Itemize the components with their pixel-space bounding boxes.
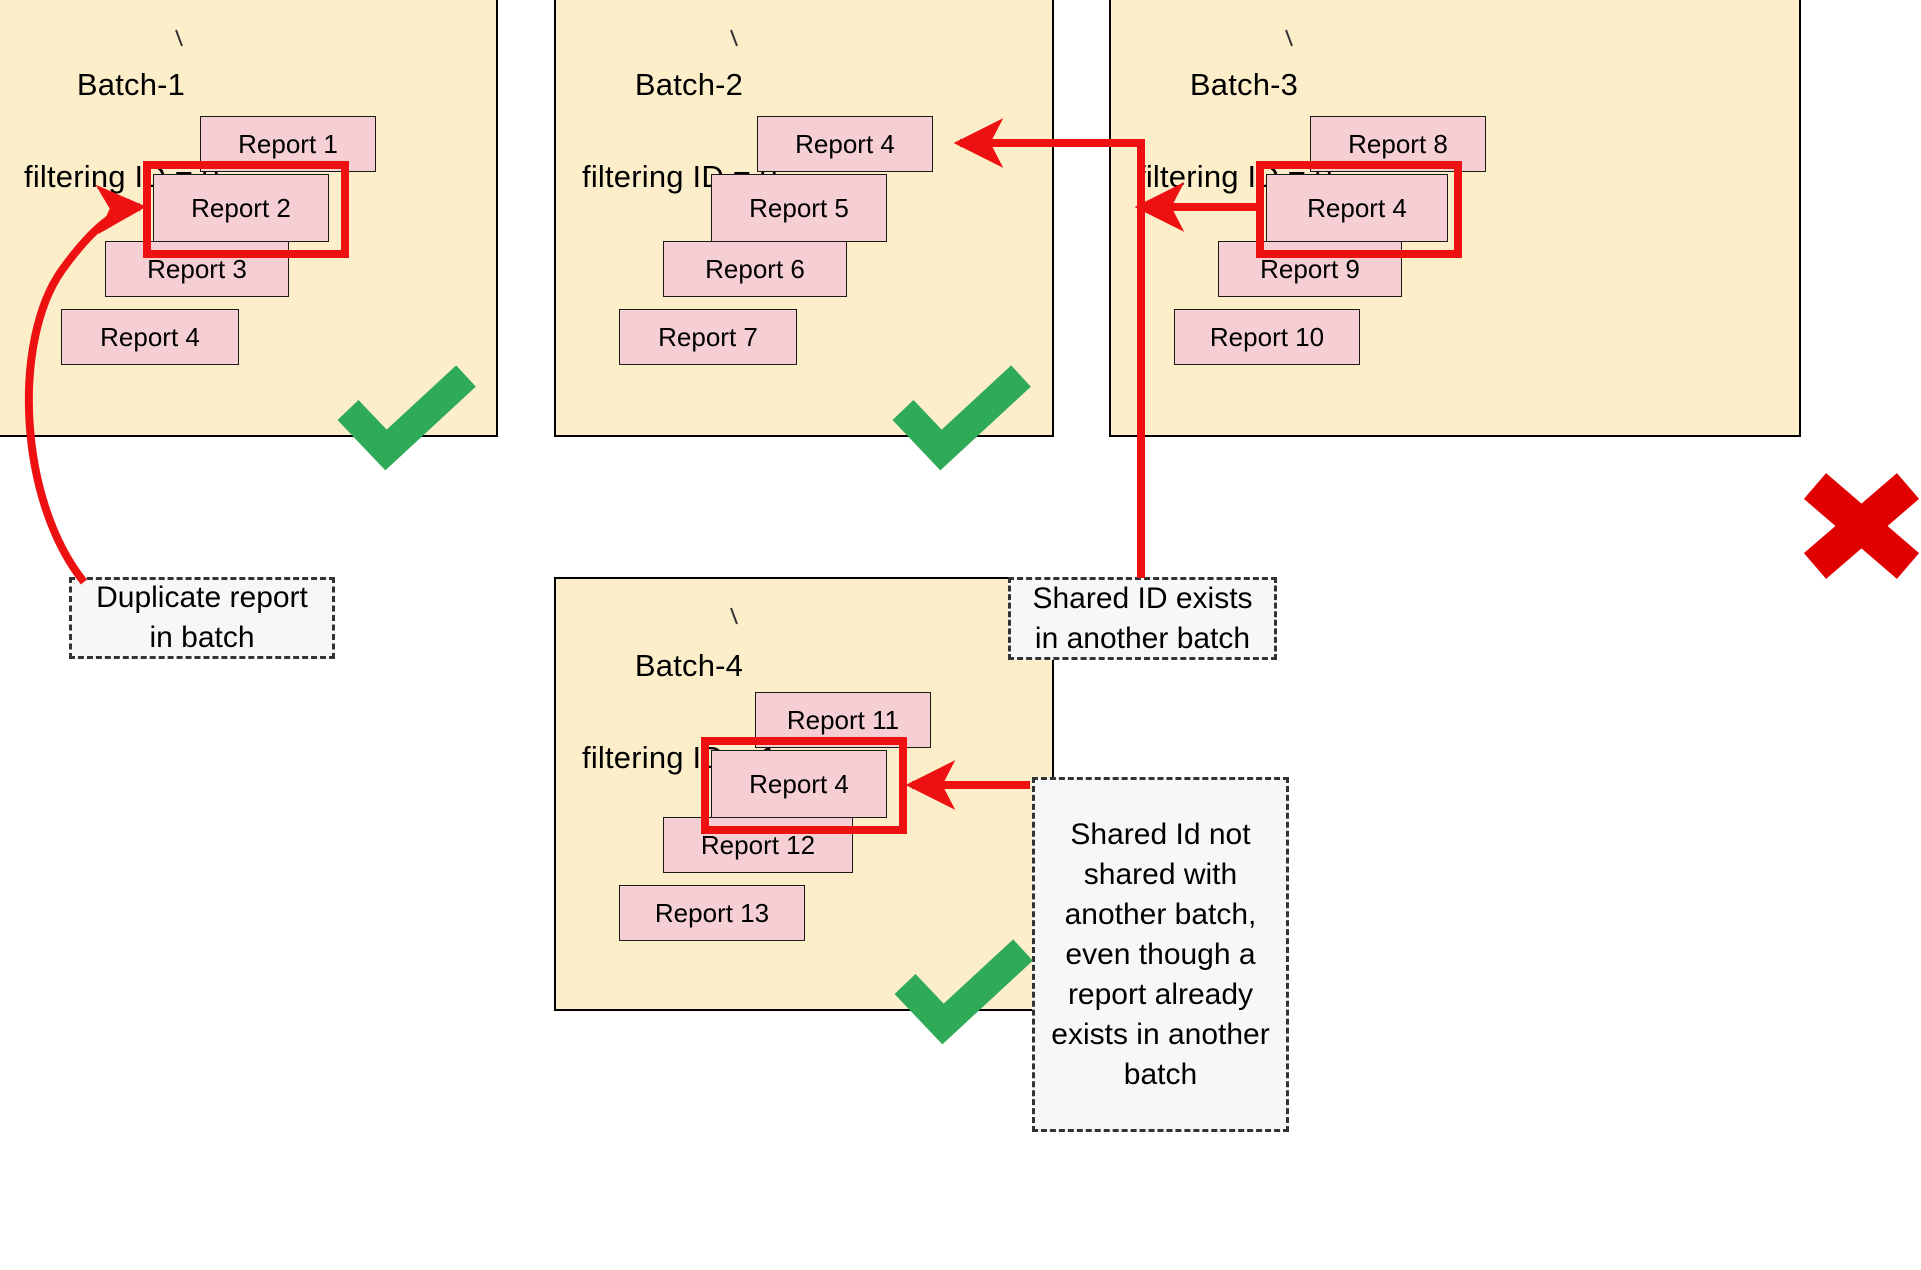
batch-4-name: Batch-4 (634, 648, 744, 683)
highlight-rect-batch-1 (143, 161, 349, 258)
callout-shared-id-not-shared: Shared Id not shared with another batch,… (1032, 777, 1289, 1132)
report-card[interactable]: Report 4 (757, 116, 933, 172)
report-card[interactable]: Report 5 (711, 174, 887, 242)
callout-shared-id-not-shared-text: Shared Id not shared with another batch,… (1051, 817, 1270, 1091)
report-card[interactable]: Report 6 (663, 241, 847, 297)
report-card[interactable]: Report 7 (619, 309, 797, 365)
callout-shared-id-exists: Shared ID exists in another batch (1008, 577, 1277, 660)
callout-duplicate-report-text: Duplicate report in batch (96, 581, 308, 654)
callout-shared-id-exists-text: Shared ID exists in another batch (1032, 581, 1253, 655)
report-card[interactable]: Report 10 (1174, 309, 1360, 365)
report-card[interactable]: Report 12 (663, 817, 853, 873)
batch-panel-4[interactable]: Batch-4 filtering ID = 1 Report 11 Repor… (554, 577, 1054, 1011)
highlight-rect-batch-3 (1256, 161, 1462, 258)
cross-icon (1803, 473, 1920, 579)
batch-panel-3[interactable]: Batch-3 filtering ID = 0 Report 8 Report… (1109, 0, 1801, 437)
report-card[interactable]: Report 4 (61, 309, 239, 365)
batch-panel-1[interactable]: Batch-1 filtering ID = 0 Report 1 Report… (0, 0, 498, 437)
report-card[interactable]: Report 13 (619, 885, 805, 941)
report-card[interactable]: Report 2 (153, 174, 329, 242)
batch-2-name: Batch-2 (634, 67, 744, 102)
batch-1-name: Batch-1 (76, 67, 186, 102)
batch-panel-2[interactable]: Batch-2 filtering ID = 0 Report 4 Report… (554, 0, 1054, 437)
callout-duplicate-report: Duplicate report in batch (69, 577, 335, 659)
batch-3-name: Batch-3 (1189, 67, 1299, 102)
highlight-rect-batch-4 (701, 737, 907, 834)
